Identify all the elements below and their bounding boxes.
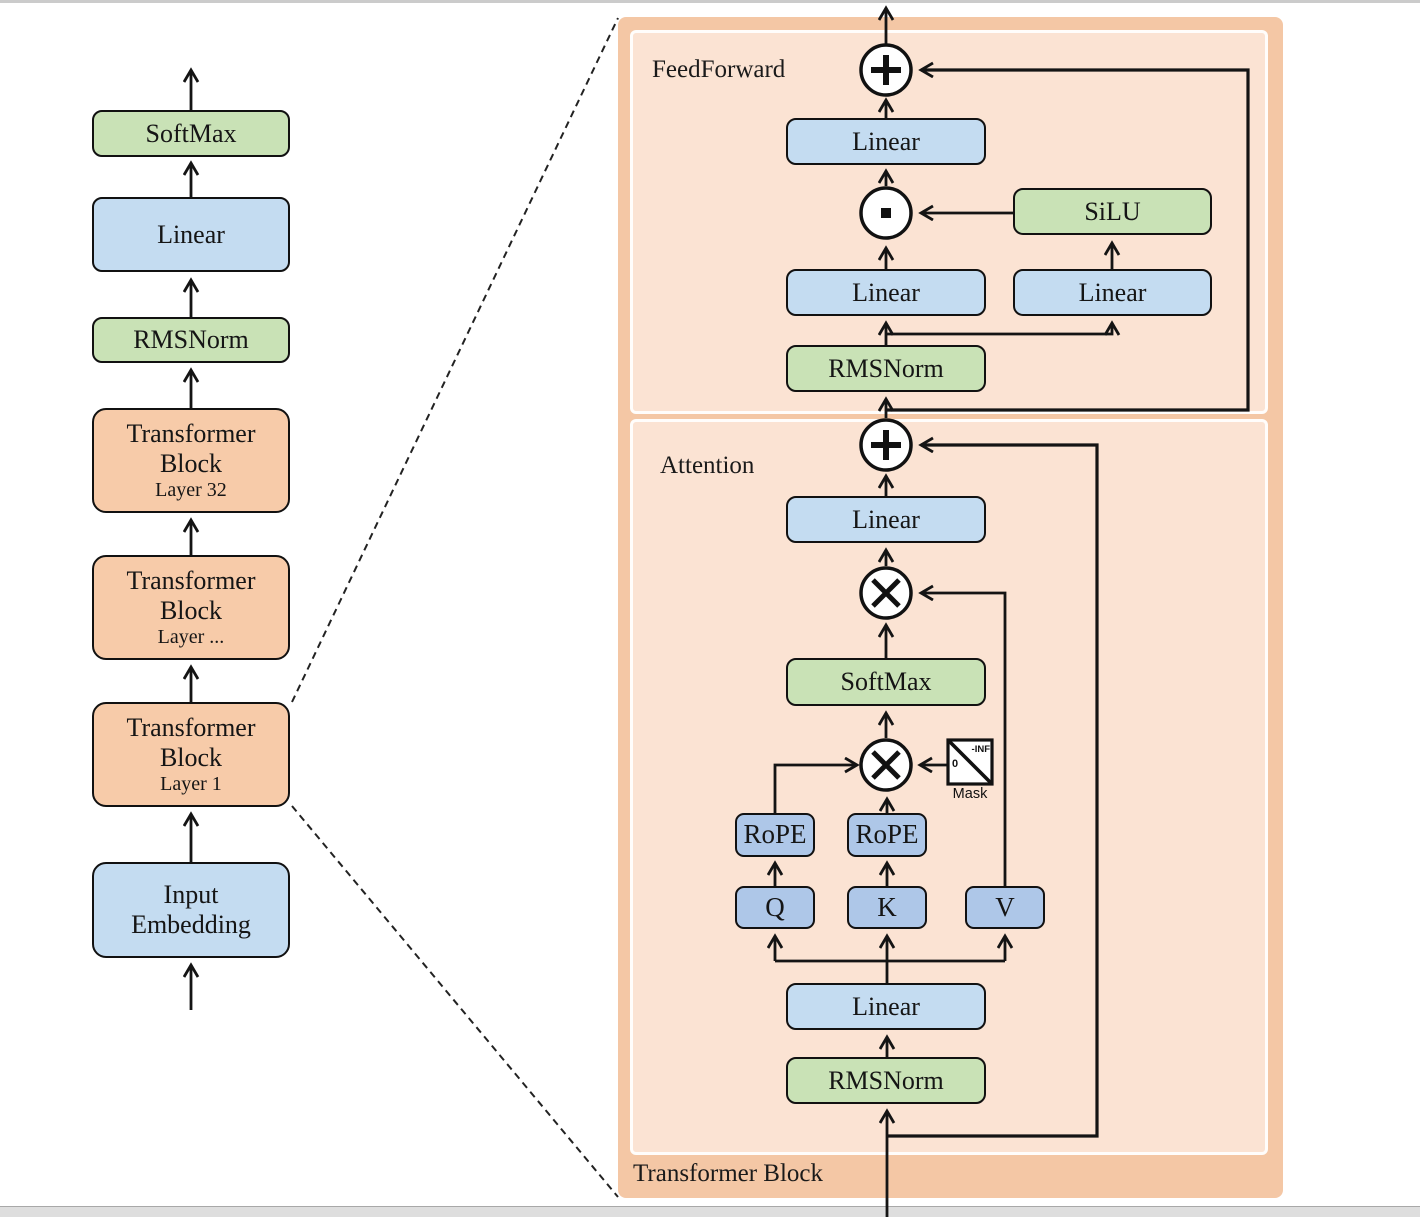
- block-label: Transformer: [126, 418, 256, 448]
- layer-label: Layer 32: [155, 479, 227, 502]
- attn-rope-k-block: RoPE: [847, 813, 927, 857]
- attn-q-block: Q: [735, 886, 815, 929]
- block-label: Embedding: [131, 910, 251, 939]
- block-label: Linear: [1078, 277, 1147, 307]
- block-label: V: [995, 891, 1015, 922]
- block-label: Transformer: [126, 712, 256, 742]
- left-transformer-block-layer-mid: Transformer Block Layer ...: [92, 555, 290, 660]
- block-label: Linear: [157, 219, 225, 249]
- ff-output-linear-block: Linear: [786, 118, 986, 165]
- ff-silu-block: SiLU: [1013, 188, 1212, 235]
- block-label: RMSNorm: [133, 325, 249, 355]
- attn-output-linear-block: Linear: [786, 496, 986, 543]
- feedforward-label: FeedForward: [652, 56, 786, 83]
- attn-rmsnorm-block: RMSNorm: [786, 1057, 986, 1104]
- ff-up-linear-block: Linear: [1013, 269, 1212, 316]
- attn-v-block: V: [965, 886, 1045, 929]
- attn-rope-q-block: RoPE: [735, 813, 815, 857]
- block-label: SiLU: [1084, 196, 1141, 226]
- transformer-block-title: Transformer Block: [633, 1160, 824, 1187]
- left-linear-block: Linear: [92, 197, 290, 272]
- block-label: Linear: [852, 504, 920, 534]
- block-label: RMSNorm: [828, 353, 944, 383]
- mask-inf-value: -INF: [971, 744, 990, 755]
- left-transformer-block-layer-32: Transformer Block Layer 32: [92, 408, 290, 513]
- block-label: SoftMax: [840, 667, 932, 697]
- block-label: Block: [159, 742, 223, 772]
- block-label: Block: [159, 595, 223, 625]
- attn-softmax-block: SoftMax: [786, 658, 986, 706]
- layer-label: Layer ...: [157, 626, 225, 649]
- block-label: RMSNorm: [828, 1065, 944, 1095]
- block-label: Transformer: [126, 565, 256, 595]
- block-label: SoftMax: [145, 118, 237, 148]
- left-rmsnorm-block: RMSNorm: [92, 317, 290, 363]
- ff-gate-linear-block: Linear: [786, 269, 986, 316]
- bottom-border-strip: [0, 1206, 1420, 1217]
- block-label: Linear: [852, 277, 920, 307]
- mask-zero-value: 0: [952, 758, 959, 770]
- zoom-guide-dashed-lines: [291, 17, 619, 1198]
- block-label: K: [877, 891, 897, 922]
- block-label: Linear: [852, 126, 920, 156]
- ff-rmsnorm-block: RMSNorm: [786, 345, 986, 392]
- top-border-strip: [0, 0, 1420, 3]
- block-label: Input: [163, 880, 219, 910]
- block-label: RoPE: [855, 819, 919, 850]
- block-label: Block: [159, 448, 223, 478]
- left-input-embedding-block: Input Embedding: [92, 862, 290, 958]
- attn-k-block: K: [847, 886, 927, 929]
- attn-input-linear-block: Linear: [786, 983, 986, 1030]
- mask-label: Mask: [952, 786, 988, 802]
- block-label: Q: [765, 891, 785, 922]
- block-label: Linear: [852, 991, 920, 1021]
- left-softmax-block: SoftMax: [92, 110, 290, 157]
- attention-label: Attention: [660, 452, 755, 479]
- block-label: RoPE: [743, 819, 807, 850]
- layer-label: Layer 1: [160, 773, 222, 796]
- left-transformer-block-layer-1: Transformer Block Layer 1: [92, 702, 290, 807]
